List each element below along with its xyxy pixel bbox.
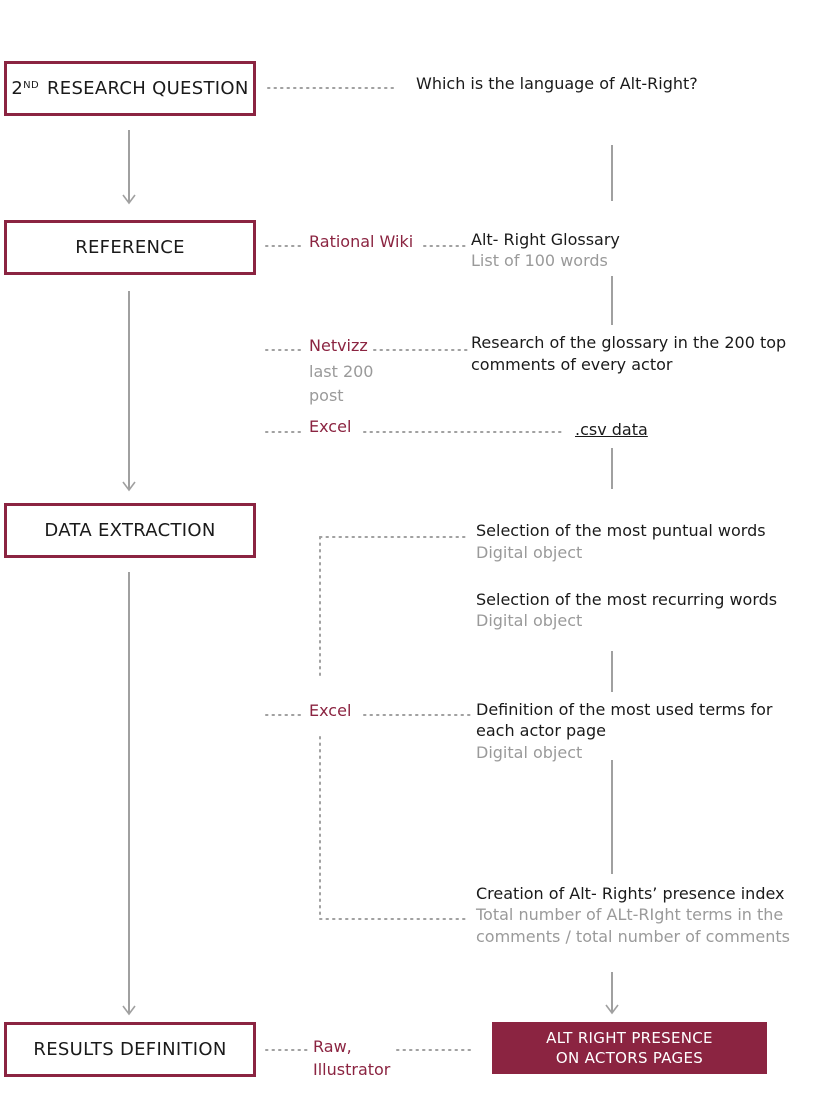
tool-illustrator: Illustrator [313, 1060, 391, 1079]
result-line-2: ON ACTORS PAGES [555, 1049, 704, 1067]
step-research-question-sup: ND [23, 80, 39, 91]
step-reference-label: REFERENCE [75, 237, 185, 258]
definition-line-2: each actor page [476, 721, 606, 740]
csv-data-label: .csv data [575, 420, 648, 439]
step-research-question-prefix: 2 [11, 78, 24, 99]
creation-title: Creation of Alt- Rights’ presence index [476, 884, 785, 903]
recurring-words-title: Selection of the most recurring words [476, 590, 778, 609]
step-reference: REFERENCE [4, 220, 256, 275]
tool-raw: Raw, [313, 1037, 352, 1056]
creation-subtitle-2: comments / total number of comments [476, 927, 790, 946]
recurring-words-subtitle: Digital object [476, 611, 583, 630]
glossary-subtitle: List of 100 words [471, 251, 608, 270]
definition-subtitle: Digital object [476, 743, 583, 762]
tool-excel-1: Excel [309, 417, 352, 436]
punctual-words-subtitle: Digital object [476, 543, 583, 562]
tool-netvizz-note-2: post [309, 386, 344, 405]
step-data-extraction-label: DATA EXTRACTION [44, 520, 216, 541]
creation-subtitle-1: Total number of ALt-RIght terms in the [476, 905, 784, 924]
glossary-title: Alt- Right Glossary [471, 230, 620, 249]
step-results-definition: RESULTS DEFINITION [4, 1022, 256, 1077]
tool-excel-2: Excel [309, 701, 352, 720]
tool-netvizz-note-1: last 200 [309, 362, 374, 381]
tool-rational-wiki: Rational Wiki [309, 232, 414, 251]
step-data-extraction: DATA EXTRACTION [4, 503, 256, 558]
tool-netvizz: Netvizz [309, 336, 368, 355]
definition-line-1: Definition of the most used terms for [476, 700, 773, 719]
result-box: ALT RIGHT PRESENCE ON ACTORS PAGES [492, 1022, 767, 1074]
research-line-1: Research of the glossary in the 200 top [471, 333, 787, 352]
research-line-2: comments of every actor [471, 355, 673, 374]
step-results-definition-label: RESULTS DEFINITION [33, 1039, 227, 1060]
punctual-words-title: Selection of the most puntual words [476, 521, 766, 540]
result-line-1: ALT RIGHT PRESENCE [546, 1029, 713, 1047]
step-research-question-label: RESEARCH QUESTION [40, 78, 249, 99]
research-question-text: Which is the language of Alt-Right? [416, 74, 698, 93]
